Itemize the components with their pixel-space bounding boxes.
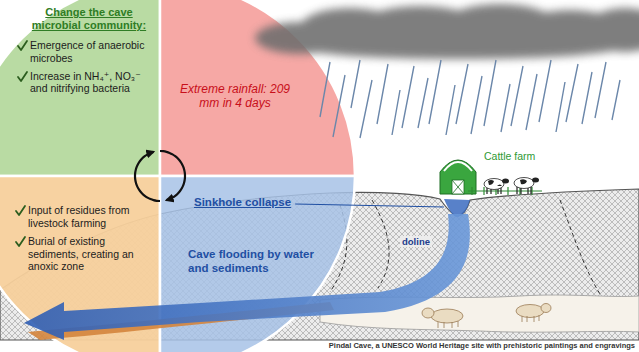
heading-text: Sinkhole collapse bbox=[194, 196, 344, 210]
caption-text: Pindal Cave, a UNESCO World Heritage sit… bbox=[329, 341, 635, 350]
bullet-text: Increase in NH₄⁺, NO₃⁻ and nitrifying ba… bbox=[30, 70, 154, 95]
check-mark bbox=[18, 72, 27, 81]
cow-figure bbox=[484, 178, 539, 195]
bullet-text: Burial of existing sediments, creating a… bbox=[28, 235, 154, 273]
cave-painting bbox=[422, 304, 551, 329]
barn-icon bbox=[440, 160, 476, 194]
check-mark bbox=[18, 41, 27, 50]
process-text: Cave flooding by water and sediments bbox=[188, 248, 322, 276]
event-text: Extreme rainfall: 209 mm in 4 days bbox=[176, 82, 294, 111]
cycle-arrow bbox=[160, 151, 185, 200]
place-label: Cattle farm bbox=[482, 150, 537, 163]
microbe-quadrant: Change the cave microbial community: Emer… bbox=[0, 0, 160, 176]
flooding-quadrant: Sinkhole collapseCave flooding by water … bbox=[160, 176, 355, 352]
quadrant-fill bbox=[160, 176, 355, 352]
check-mark bbox=[16, 237, 25, 246]
heading-text: Change the cave microbial community: bbox=[22, 6, 156, 32]
leader-line bbox=[295, 204, 444, 207]
bullet-text: Emergence of anaerobic microbes bbox=[30, 39, 154, 64]
cycle-arrow bbox=[135, 152, 160, 201]
leader-group bbox=[295, 204, 444, 207]
fence bbox=[468, 187, 542, 195]
check-mark bbox=[16, 206, 25, 215]
bullet-text: Input of residues from livestock farming bbox=[28, 204, 154, 229]
rain-streaks bbox=[320, 60, 620, 138]
quadrant-fill bbox=[0, 0, 160, 176]
feature-label: doline bbox=[400, 236, 432, 247]
rain-cloud bbox=[255, 4, 639, 59]
flood-arrow bbox=[24, 214, 470, 340]
